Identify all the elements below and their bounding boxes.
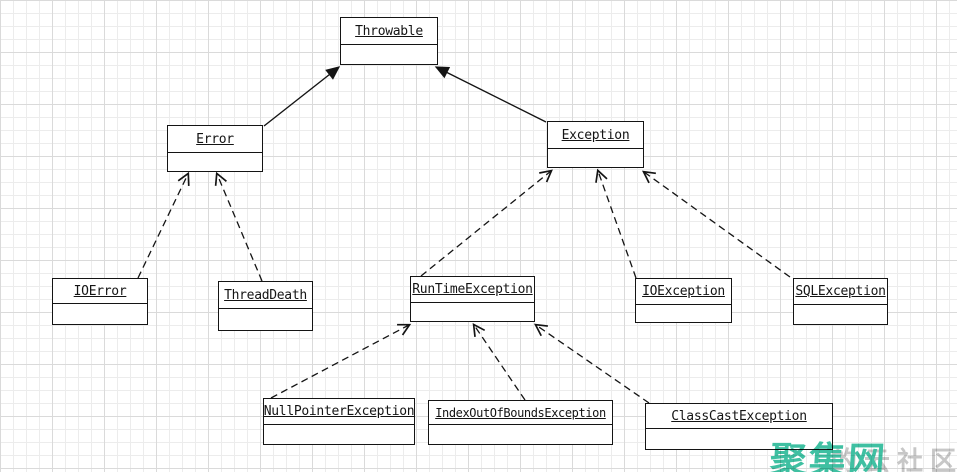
class-body-compartment bbox=[341, 45, 437, 64]
class-body-compartment bbox=[548, 149, 643, 167]
edge-nullpointerexception-runtimeexception bbox=[270, 323, 412, 399]
class-node-nullpointerexception[interactable]: NullPointerException bbox=[263, 398, 415, 445]
class-body-compartment bbox=[411, 303, 534, 321]
class-title-compartment: IOError bbox=[53, 279, 147, 304]
class-name-label: Exception bbox=[561, 127, 630, 143]
class-name-label: IndexOutOfBoundsException bbox=[435, 405, 606, 420]
edge-indexoutofboundsexception-runtimeexception bbox=[472, 322, 526, 401]
class-name-label: ClassCastException bbox=[671, 408, 807, 424]
class-title-compartment: RunTimeException bbox=[411, 277, 534, 303]
class-name-label: RunTimeException bbox=[412, 282, 533, 297]
class-name-label: IOError bbox=[73, 283, 127, 299]
class-node-threaddeath[interactable]: ThreadDeath bbox=[218, 281, 313, 331]
class-body-compartment bbox=[264, 425, 414, 444]
class-name-label: Error bbox=[196, 131, 234, 147]
class-name-label: IOException bbox=[642, 284, 725, 299]
class-title-compartment: IndexOutOfBoundsException bbox=[429, 401, 612, 425]
class-body-compartment bbox=[219, 309, 312, 330]
class-node-throwable[interactable]: Throwable bbox=[340, 17, 438, 65]
edge-sqlexception-exception bbox=[642, 170, 791, 278]
class-title-compartment: IOException bbox=[636, 279, 731, 305]
edge-ioexception-exception bbox=[595, 168, 637, 279]
class-body-compartment bbox=[53, 304, 147, 324]
class-body-compartment bbox=[168, 153, 262, 171]
class-name-label: Throwable bbox=[355, 23, 423, 39]
edge-classcastexception-runtimeexception bbox=[533, 323, 650, 404]
edge-exception-throwable bbox=[434, 66, 547, 123]
edge-ioerror-error bbox=[137, 171, 190, 279]
edge-runtimeexception-exception bbox=[420, 169, 553, 277]
class-title-compartment: SQLException bbox=[794, 279, 887, 305]
class-body-compartment bbox=[646, 429, 832, 449]
class-title-compartment: ThreadDeath bbox=[219, 282, 312, 309]
class-body-compartment bbox=[429, 425, 612, 444]
class-body-compartment bbox=[636, 305, 731, 322]
class-node-sqlexception[interactable]: SQLException bbox=[793, 278, 888, 325]
class-title-compartment: NullPointerException bbox=[263, 399, 415, 425]
edge-error-throwable bbox=[263, 66, 341, 127]
class-node-runtimeexception[interactable]: RunTimeException bbox=[410, 276, 535, 322]
class-title-compartment: Error bbox=[168, 126, 262, 153]
class-node-indexoutofboundsexception[interactable]: IndexOutOfBoundsException bbox=[428, 400, 613, 445]
class-node-error[interactable]: Error bbox=[167, 125, 263, 172]
class-name-label: NullPointerException bbox=[263, 404, 415, 419]
edge-threaddeath-error bbox=[214, 171, 263, 282]
class-node-classcastexception[interactable]: ClassCastException bbox=[645, 403, 833, 450]
class-node-exception[interactable]: Exception bbox=[547, 121, 644, 168]
class-title-compartment: Exception bbox=[548, 122, 643, 149]
class-name-label: ThreadDeath bbox=[224, 287, 307, 303]
class-title-compartment: Throwable bbox=[341, 18, 437, 45]
class-node-ioerror[interactable]: IOError bbox=[52, 278, 148, 325]
class-body-compartment bbox=[794, 305, 887, 324]
class-title-compartment: ClassCastException bbox=[646, 404, 832, 429]
class-name-label: SQLException bbox=[795, 284, 886, 299]
class-node-ioexception[interactable]: IOException bbox=[635, 278, 732, 323]
